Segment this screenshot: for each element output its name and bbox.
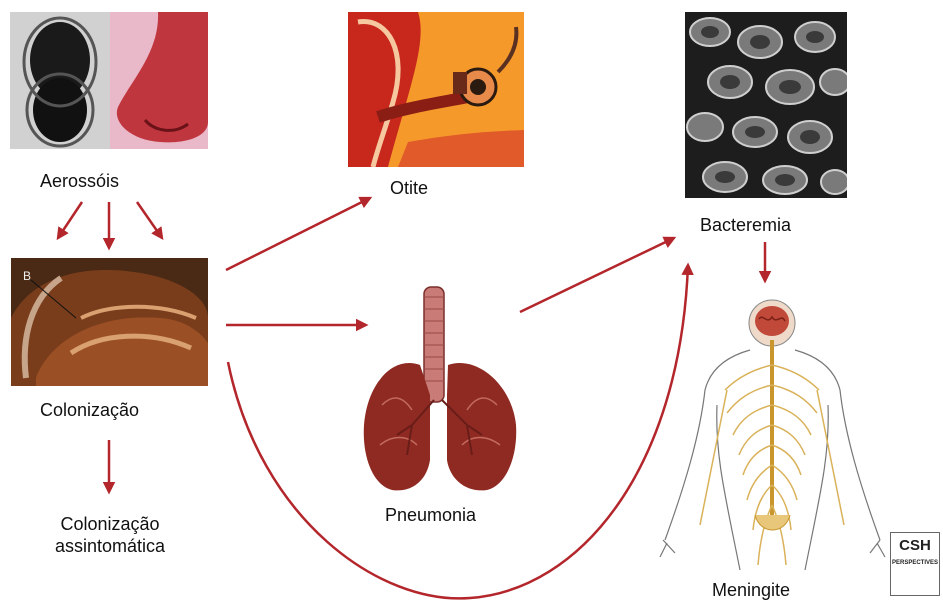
arrow-aerossois-left <box>58 202 82 238</box>
arrow-colonizacao-otite <box>226 198 370 270</box>
arrow-colonizacao-bacteremia-curve <box>228 265 688 598</box>
arrow-pneumonia-bacteremia <box>520 238 674 312</box>
arrow-aerossois-right <box>137 202 162 238</box>
